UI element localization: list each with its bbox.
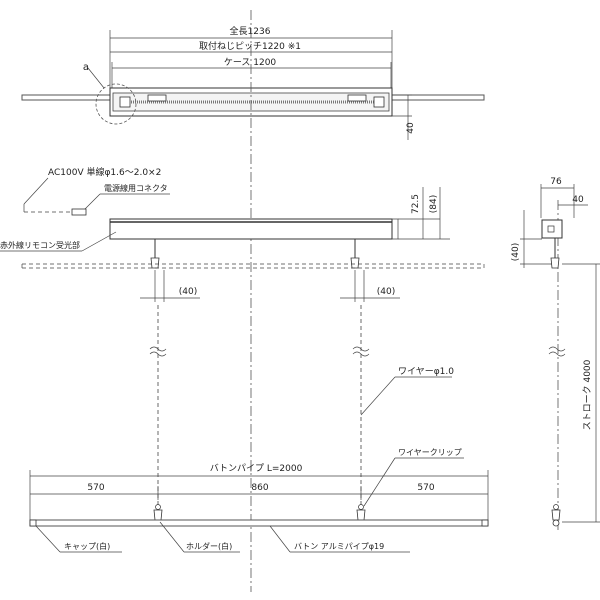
- holder-left: [153, 509, 163, 521]
- connector-leader: [83, 193, 101, 211]
- side-break-mark: [548, 346, 566, 357]
- baton-label: バトン アルミパイプφ19: [294, 542, 384, 551]
- connector-block: [71, 208, 87, 216]
- wire-leader: [360, 376, 396, 416]
- front-view: AC100V 単線φ1.6～2.0×2 電源線用コネクタ 赤外線リモコン受光部 …: [0, 166, 489, 553]
- side-clip-bottom: [551, 509, 561, 521]
- mount-left: [147, 94, 167, 102]
- break-mark-right: [352, 346, 370, 357]
- case-length-label: ケース 1200: [224, 57, 277, 68]
- offset-side-label: 40: [572, 195, 584, 205]
- baton-leader: [269, 525, 291, 553]
- detail-a-label: a: [83, 62, 89, 73]
- side-clip-ring: [553, 504, 559, 510]
- case-side-detail: [547, 225, 555, 233]
- clip-left: [155, 504, 161, 510]
- clip-right: [358, 504, 364, 510]
- power-line-label: AC100V 単線φ1.6～2.0×2: [48, 166, 161, 178]
- end-block-left: [119, 96, 131, 108]
- cap-leader: [35, 525, 61, 553]
- end-block-right: [373, 96, 385, 108]
- span-left-label: 570: [87, 483, 104, 493]
- hanger-clip-right: [350, 257, 360, 269]
- baton-length-label: バトンパイプ L=2000: [210, 463, 303, 474]
- holder-leader: [159, 521, 185, 553]
- cap-left: [29, 519, 37, 527]
- ir-receiver-label: 赤外線リモコン受光部: [0, 240, 80, 250]
- side-baton-section: [552, 519, 560, 527]
- connector-label: 電源線用コネクタ: [104, 183, 168, 193]
- detail-a-leader: [87, 67, 105, 89]
- side-view: 76 40 (40) ストローク 4000: [511, 177, 600, 530]
- cap-right: [481, 519, 489, 527]
- span-center-label: 860: [251, 483, 268, 493]
- stroke-label: ストローク 4000: [582, 359, 593, 430]
- side-clip-top: [550, 257, 560, 269]
- top-view: 全長1236 取付ねじピッチ1220 ※1 ケース 1200 a 40: [21, 25, 485, 140]
- detail-circle-a: [95, 83, 137, 125]
- offset-left-label: (40): [179, 287, 197, 297]
- drop-label: (40): [511, 243, 521, 261]
- height-inner-label: 72.5: [411, 194, 421, 214]
- baton-right-top: [391, 94, 485, 101]
- overall-length-label: 全長1236: [230, 25, 271, 37]
- mount-right: [347, 94, 367, 102]
- hanger-clip-left: [150, 257, 160, 269]
- wire-label: ワイヤーφ1.0: [398, 367, 454, 377]
- case-end-cap: [392, 218, 399, 240]
- case-front-view: [109, 218, 393, 240]
- ir-leader: [81, 231, 117, 252]
- power-line-leader: [23, 177, 49, 205]
- holder-right: [356, 509, 366, 521]
- screw-pitch-label: 取付ねじピッチ1220 ※1: [199, 41, 301, 52]
- holder-label: ホルダー(白): [186, 541, 232, 551]
- break-mark-left: [149, 346, 167, 357]
- cap-label: キャップ(白): [64, 541, 110, 551]
- height-outer-label: (84): [429, 195, 439, 213]
- span-right-label: 570: [417, 483, 434, 493]
- height-label: 40: [406, 122, 416, 134]
- wire-clip-label: ワイヤークリップ: [398, 448, 462, 457]
- offset-right-label: (40): [377, 287, 395, 297]
- baton-pipe: [29, 519, 489, 527]
- width-label: 76: [550, 177, 562, 187]
- wire-clip-leader: [363, 457, 396, 507]
